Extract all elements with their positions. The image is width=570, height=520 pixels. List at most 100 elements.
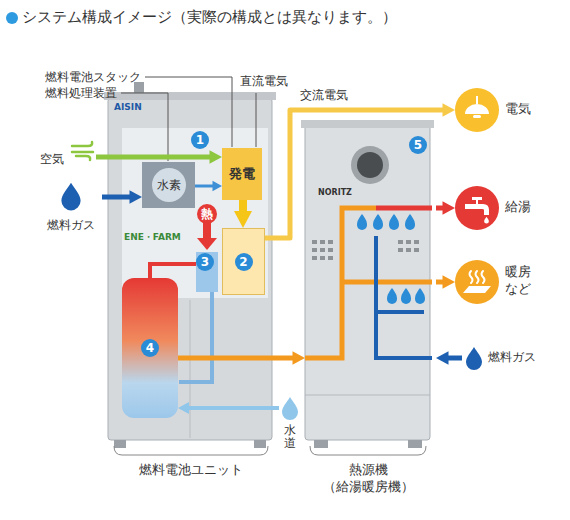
arrow-head bbox=[436, 351, 449, 365]
flow-connector bbox=[234, 200, 252, 228]
heat-source-pipes bbox=[376, 236, 432, 358]
part-label: 燃料電池スタック bbox=[45, 70, 141, 86]
flow-connector bbox=[436, 351, 462, 365]
heat-source-cabinet bbox=[301, 120, 434, 448]
brand-logo: NORITZ bbox=[318, 188, 352, 198]
floor-shape bbox=[463, 286, 491, 293]
node-label: 2 bbox=[235, 253, 253, 271]
heat-source-pipes bbox=[305, 208, 432, 358]
heat-wave bbox=[482, 271, 485, 283]
connector-line bbox=[265, 110, 445, 238]
burner-flame bbox=[401, 288, 411, 304]
heat-source-cabinet bbox=[328, 240, 333, 244]
heat-source-cabinet bbox=[398, 240, 403, 244]
heat-arrow bbox=[197, 238, 217, 250]
lamp-cord bbox=[476, 96, 478, 104]
fuel-gas-input: 燃料ガス bbox=[462, 343, 552, 373]
lamp-bulb bbox=[473, 115, 481, 118]
drop-shape bbox=[61, 183, 80, 211]
callout-number: 5 bbox=[409, 136, 427, 154]
air-input: 空気 bbox=[38, 140, 96, 174]
fuel-cell-cabinet bbox=[190, 300, 191, 438]
flow-connector bbox=[195, 181, 222, 192]
flow-connector bbox=[178, 351, 305, 365]
arrow-head bbox=[443, 201, 456, 215]
unit-bracket bbox=[114, 446, 268, 455]
heat-source-cabinet bbox=[301, 120, 434, 128]
internal-pipes bbox=[150, 264, 196, 279]
faucet-body bbox=[465, 204, 489, 215]
brand-logo: AISIN bbox=[114, 102, 142, 114]
icon-disc bbox=[455, 88, 499, 132]
wind-stroke bbox=[72, 151, 93, 154]
fuel-cell-cabinet bbox=[122, 128, 268, 298]
burner-flame bbox=[373, 214, 383, 230]
node-label: 熱源機 （給湯暖房機） bbox=[305, 462, 432, 496]
heat-source-pipes bbox=[376, 206, 432, 211]
arrow-head bbox=[213, 181, 223, 192]
arrow-head bbox=[130, 190, 143, 204]
connector-line bbox=[102, 195, 132, 200]
unit-bracket bbox=[310, 446, 426, 455]
leader-line bbox=[145, 77, 232, 147]
part-label: 燃料処理装置 bbox=[45, 86, 117, 102]
wind-stroke bbox=[76, 156, 90, 160]
heat-source-cabinet bbox=[408, 440, 422, 448]
heat-wave bbox=[470, 271, 473, 283]
node-label: 燃料ガス bbox=[488, 350, 536, 366]
faucet-icon bbox=[455, 186, 545, 230]
heat-arrow bbox=[197, 204, 217, 250]
storage-tank: 4 bbox=[122, 278, 178, 418]
connector-line bbox=[187, 406, 279, 410]
heating-output: 暖房 など bbox=[455, 258, 555, 306]
node-label: 4 bbox=[141, 339, 159, 357]
burner-flame bbox=[357, 214, 367, 230]
node-label: 電気 bbox=[505, 101, 531, 118]
node-label: 水素 bbox=[152, 168, 186, 202]
power-generation-box: 発電 bbox=[222, 148, 262, 200]
heat-source-cabinet bbox=[312, 240, 317, 244]
leader-line bbox=[256, 93, 257, 147]
heat-source-cabinet bbox=[320, 248, 325, 252]
icon-disc bbox=[455, 260, 499, 304]
heat-source-cabinet bbox=[414, 240, 419, 244]
heat-source-unit: 熱源機 （給湯暖房機） bbox=[305, 120, 436, 496]
callout-number: 1 bbox=[191, 131, 209, 149]
unit-bracket bbox=[114, 446, 426, 455]
node-label: 燃料ガス bbox=[47, 218, 95, 234]
heat-arrow bbox=[197, 204, 217, 224]
arrow-head bbox=[443, 103, 456, 117]
fuel-cell-cabinet bbox=[104, 82, 276, 448]
burner-flame bbox=[389, 214, 399, 230]
flow-connector bbox=[102, 190, 142, 204]
water-drop bbox=[484, 217, 489, 224]
burner-flame bbox=[405, 214, 415, 230]
heat-source-cabinet bbox=[305, 395, 430, 396]
heat-source-cabinet bbox=[328, 256, 333, 260]
heat-source-cabinet bbox=[312, 256, 317, 260]
fuel-gas-input: 燃料ガス bbox=[40, 180, 102, 238]
burner-flame bbox=[357, 214, 425, 304]
node-label: 燃料電池ユニット bbox=[108, 462, 274, 479]
node-label: 発電 bbox=[229, 166, 255, 183]
connector-line bbox=[195, 185, 214, 188]
title-bullet bbox=[6, 12, 18, 24]
signal-label: 直流電気 bbox=[240, 74, 288, 90]
fuel-cell-cabinet bbox=[254, 440, 266, 448]
arrow-head bbox=[293, 351, 306, 365]
heat-source-cabinet bbox=[406, 240, 411, 244]
drop-shape bbox=[282, 397, 298, 420]
fuel-cell-cabinet bbox=[108, 98, 272, 440]
node-label: 給湯 bbox=[505, 199, 531, 216]
connector-line bbox=[178, 356, 295, 361]
arrow-head bbox=[178, 402, 189, 414]
flow-connector bbox=[436, 275, 455, 289]
heat-label: 熱 bbox=[197, 204, 217, 224]
lamp-icon bbox=[455, 88, 545, 132]
arrow-head bbox=[443, 275, 456, 289]
heat-source-cabinet bbox=[312, 240, 419, 260]
heat-source-pipes bbox=[342, 280, 432, 285]
connector-line bbox=[96, 155, 212, 160]
heat-source-cabinet bbox=[320, 256, 325, 260]
burner-flame bbox=[387, 288, 397, 304]
